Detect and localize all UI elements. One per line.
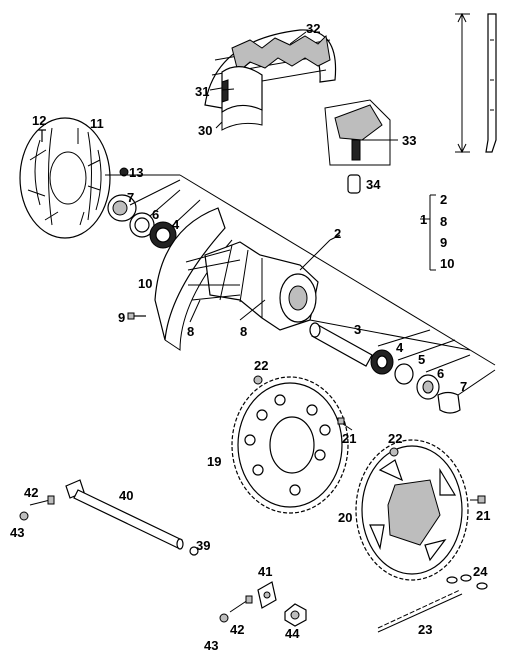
label-24: 24 — [473, 564, 488, 579]
rim-lock — [324, 99, 391, 194]
spoke-nipple-9 — [127, 312, 146, 320]
label-40: 40 — [119, 488, 133, 503]
right-bearing — [370, 349, 394, 375]
label-12: 12 — [32, 113, 46, 128]
right-spacer — [437, 391, 461, 414]
label-13: 13 — [129, 165, 143, 180]
label-21b: 21 — [476, 508, 490, 523]
label-30: 30 — [198, 123, 212, 138]
label-22b: 22 — [388, 431, 402, 446]
left-seal — [129, 212, 155, 238]
bolt-42 — [29, 495, 55, 506]
label-22: 22 — [254, 358, 268, 373]
label-43: 43 — [10, 525, 24, 540]
label-10: 10 — [138, 276, 152, 291]
label-6b: 6 — [437, 366, 444, 381]
nut-22 — [253, 375, 263, 385]
label-8b: 8 — [240, 324, 247, 339]
label-3: 3 — [354, 322, 361, 337]
label-23: 23 — [418, 622, 432, 637]
label-39: 39 — [196, 538, 210, 553]
chain — [377, 589, 463, 633]
label-8: 8 — [187, 324, 194, 339]
sprocket-20 — [355, 439, 469, 581]
disc-bolt-12 — [38, 129, 46, 142]
master-link — [446, 574, 488, 590]
label-19: 19 — [207, 454, 221, 469]
bolt-21 — [337, 417, 353, 431]
nut-43b — [219, 613, 229, 623]
label-group-9: 9 — [440, 235, 447, 250]
label-11: 11 — [90, 116, 104, 131]
label-21: 21 — [342, 431, 356, 446]
bolt-42b — [229, 595, 253, 613]
axle-spacer — [309, 322, 373, 367]
label-1: 1 — [420, 212, 427, 227]
label-group-2: 2 — [440, 192, 447, 207]
label-34: 34 — [366, 177, 381, 192]
label-33: 33 — [402, 133, 416, 148]
circlip-5 — [394, 363, 414, 385]
label-9: 9 — [118, 310, 125, 325]
label-44: 44 — [285, 626, 300, 641]
label-43b: 43 — [204, 638, 218, 653]
axle-nut-39 — [189, 546, 199, 556]
label-group-10: 10 — [440, 256, 454, 271]
label-7: 7 — [127, 190, 134, 205]
part-labels: 32 31 30 33 34 12 11 13 7 6 4 2 10 9 8 8… — [10, 21, 490, 653]
nut-13 — [119, 167, 129, 177]
nut-43 — [19, 511, 29, 521]
axle — [65, 479, 184, 550]
left-bearing — [149, 221, 177, 249]
label-4: 4 — [172, 217, 180, 232]
label-2: 2 — [334, 226, 341, 241]
inner-tube — [221, 66, 263, 131]
bolt-21b — [470, 495, 486, 504]
label-41: 41 — [258, 564, 272, 579]
axle-nut-44 — [284, 603, 307, 627]
label-4b: 4 — [396, 340, 404, 355]
label-31: 31 — [195, 84, 209, 99]
label-group-8: 8 — [440, 214, 447, 229]
brake-disc — [19, 117, 111, 239]
left-spacer — [107, 194, 137, 222]
right-seal — [416, 374, 440, 400]
label-42b: 42 — [230, 622, 244, 637]
hub — [185, 241, 319, 331]
label-42: 42 — [24, 485, 38, 500]
label-20: 20 — [338, 510, 352, 525]
chain-adjuster-41 — [257, 581, 277, 609]
nut-22b — [389, 447, 399, 457]
label-6: 6 — [152, 207, 159, 222]
height-scale — [455, 12, 497, 154]
leader-lines — [105, 31, 496, 396]
sprocket-19 — [231, 376, 349, 514]
label-5: 5 — [418, 352, 425, 367]
label-32: 32 — [306, 21, 320, 36]
label-7b: 7 — [460, 379, 467, 394]
